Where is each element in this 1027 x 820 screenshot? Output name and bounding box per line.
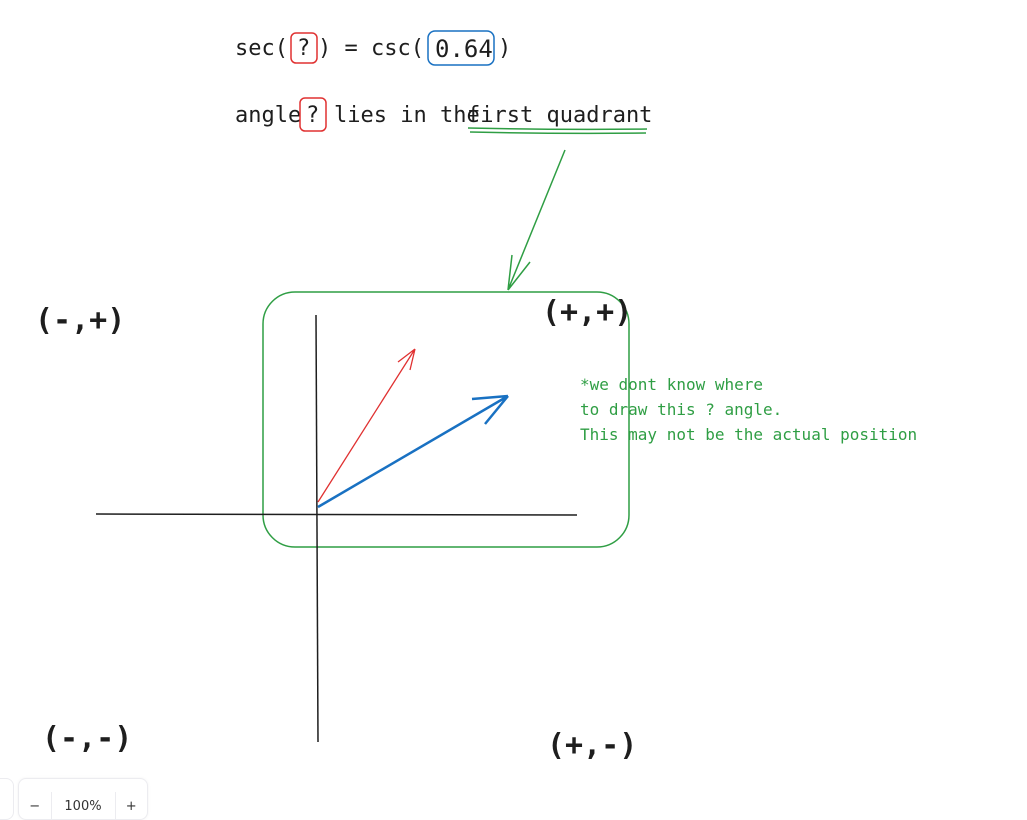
unknown-box-2 [299, 97, 327, 132]
quadrant-4-label: (+,-) [547, 728, 637, 763]
known-angle-vector [317, 394, 509, 509]
menu-button-partial[interactable] [0, 778, 14, 820]
value-box [427, 30, 495, 66]
note-line-3: This may not be the actual position [580, 425, 917, 444]
underline [467, 127, 648, 135]
zoom-level-button[interactable]: 100% [64, 798, 102, 814]
statement-middle: lies in the [334, 103, 480, 128]
quadrant-3-label: (-,-) [42, 721, 132, 756]
note-line-2: to draw this ? angle. [580, 400, 782, 419]
first-quadrant-box [262, 291, 630, 548]
statement-unknown: ? [306, 103, 319, 128]
quadrant-1-label: (+,+) [542, 295, 632, 330]
unknown-angle-vector [317, 348, 416, 503]
zoom-controls: − 100% + [18, 778, 148, 820]
y-axis [315, 314, 319, 743]
pointer-arrow [507, 149, 566, 291]
unknown-box-1 [290, 32, 318, 64]
eq-value: 0.64 [435, 35, 493, 63]
statement-prefix: angle [235, 103, 301, 128]
eq-middle: ) = csc( [318, 36, 424, 61]
statement-highlight: first quadrant [467, 103, 652, 128]
quadrant-2-label: (-,+) [35, 303, 125, 338]
note-line-1: *we dont know where [580, 375, 763, 394]
eq-suffix: ) [498, 36, 511, 61]
x-axis [95, 513, 578, 516]
eq-unknown: ? [297, 36, 310, 61]
eq-prefix: sec( [235, 36, 288, 61]
zoom-out-button[interactable]: − [29, 798, 41, 814]
zoom-in-button[interactable]: + [125, 798, 137, 814]
